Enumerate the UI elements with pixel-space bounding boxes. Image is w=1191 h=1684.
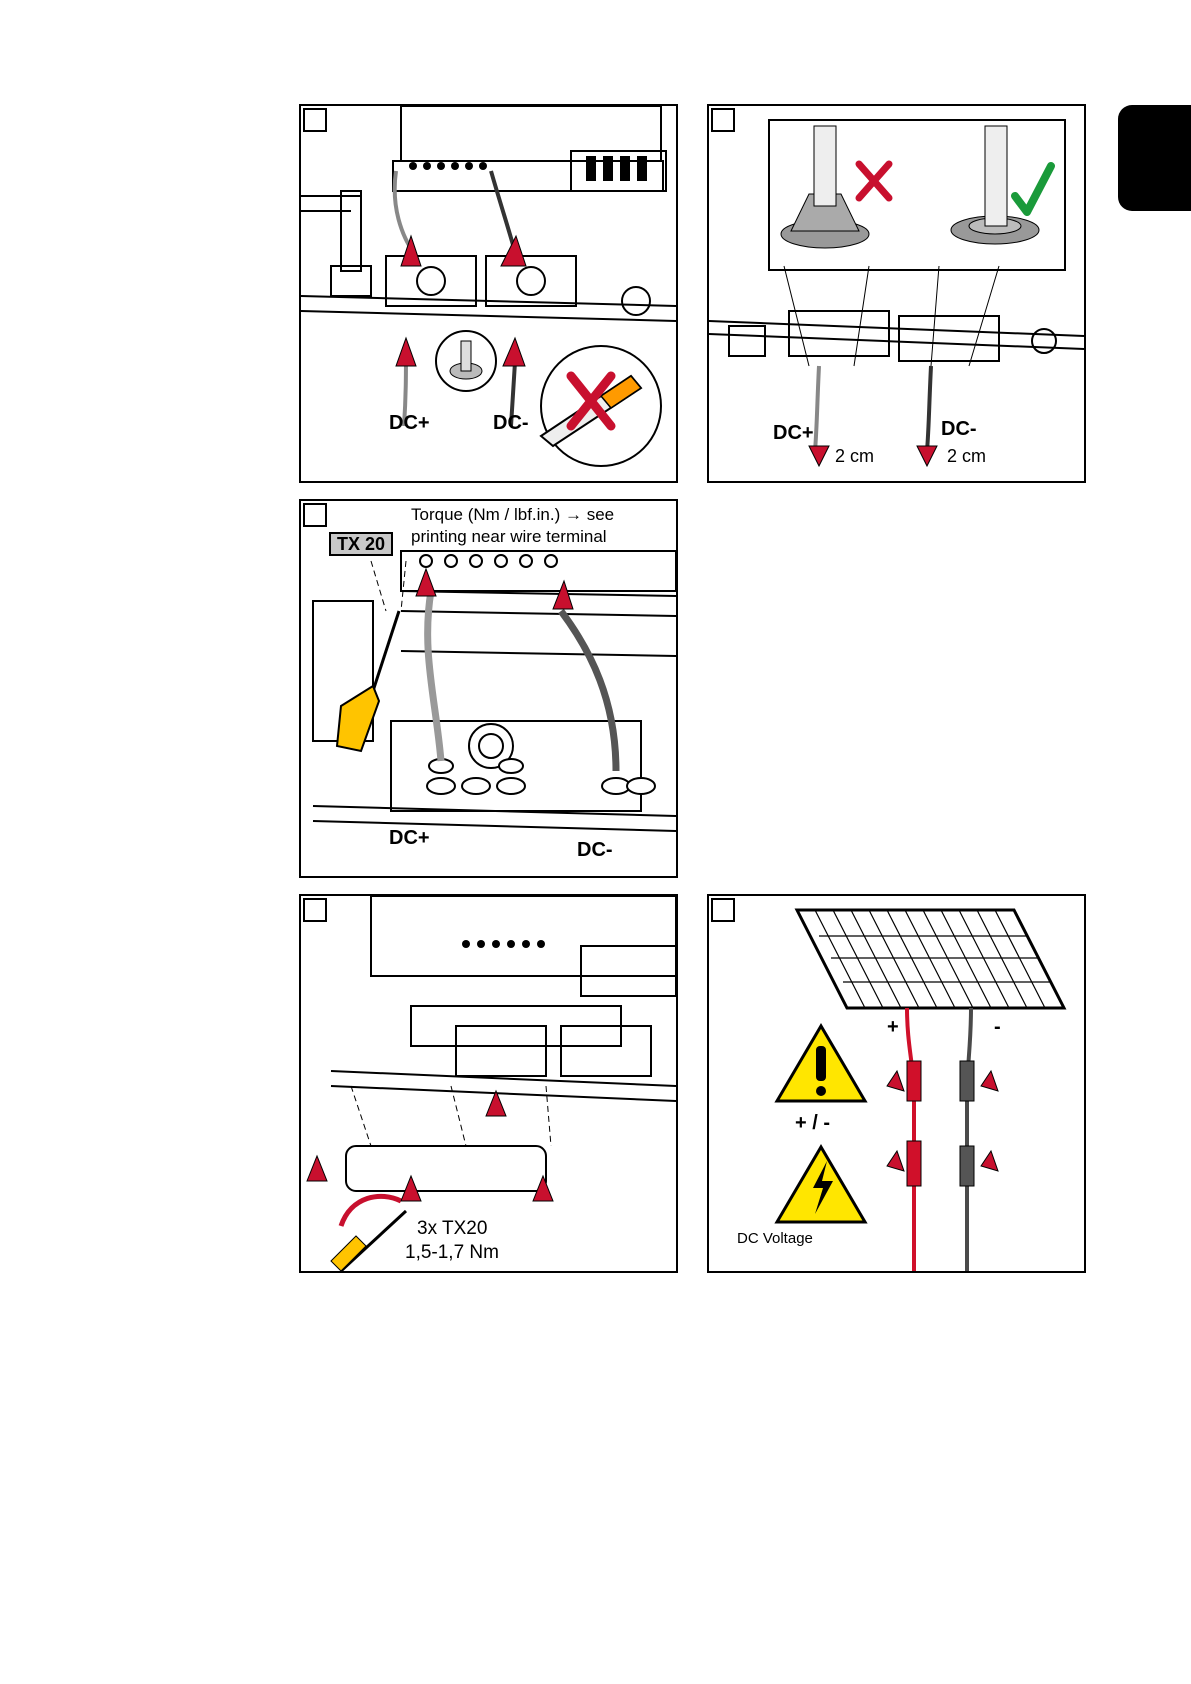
lightning-warning-icon	[777, 1147, 865, 1222]
step-panel-1: DC+ DC-	[299, 104, 678, 483]
step-panel-2: DC+ DC- 2 cm 2 cm	[707, 104, 1086, 483]
dc-plus-label: DC+	[389, 412, 430, 435]
screwdriver-icon	[337, 611, 399, 751]
dc-minus-label: DC-	[941, 418, 977, 441]
step-panel-3: TX 20 Torque (Nm / lbf.in.) → see printi…	[299, 499, 678, 878]
pv-connection-illustration	[709, 896, 1084, 1271]
strip-length-plus: 2 cm	[835, 446, 874, 467]
step-number-box	[711, 108, 735, 132]
warning-triangle-icon	[777, 1026, 865, 1101]
chapter-tab	[1118, 105, 1191, 211]
solar-panel-icon	[797, 910, 1064, 1008]
arrow-step-2-icon	[887, 1071, 904, 1171]
torque-spec-label: 1,5-1,7 Nm	[405, 1242, 499, 1264]
dc-plus-label: DC+	[773, 422, 814, 445]
step-panel-5: + - + / - DC Voltage	[707, 894, 1086, 1273]
dc-minus-label: DC-	[493, 412, 529, 435]
terminal-tightening-illustration	[301, 501, 676, 876]
arrow-step-1-icon	[416, 569, 436, 596]
step-number-box	[711, 898, 735, 922]
cover-mounting-illustration	[301, 896, 676, 1271]
dc-plus-label: DC+	[389, 827, 430, 850]
dc-voltage-warning: DC Voltage	[737, 1230, 813, 1247]
torque-note-line2: printing near wire terminal	[411, 527, 607, 547]
screwdriver-icon	[331, 1196, 406, 1271]
cable-stripping-illustration	[709, 106, 1084, 481]
step-number-box	[303, 898, 327, 922]
arrow-step-1-icon	[809, 446, 829, 466]
step-panel-4: 3x TX20 1,5-1,7 Nm	[299, 894, 678, 1273]
screw-spec-label: 3x TX20	[417, 1218, 487, 1240]
minus-terminal-label: -	[994, 1016, 1001, 1039]
arrow-step-1-icon	[981, 1071, 998, 1171]
strip-length-minus: 2 cm	[947, 446, 986, 467]
dc-cable-insertion-illustration	[301, 106, 676, 481]
torque-note-line1: Torque (Nm / lbf.in.) → see	[411, 505, 614, 525]
tool-label: TX 20	[329, 532, 393, 556]
dc-minus-label: DC-	[577, 839, 613, 862]
plus-terminal-label: +	[887, 1016, 899, 1039]
step-number-box	[303, 503, 327, 527]
polarity-label: + / -	[795, 1112, 830, 1135]
arrow-step-2-icon	[917, 446, 937, 466]
arrow-step-1-icon	[486, 1091, 506, 1116]
arrow-step-2-icon	[307, 1156, 553, 1201]
step-number-box	[303, 108, 327, 132]
